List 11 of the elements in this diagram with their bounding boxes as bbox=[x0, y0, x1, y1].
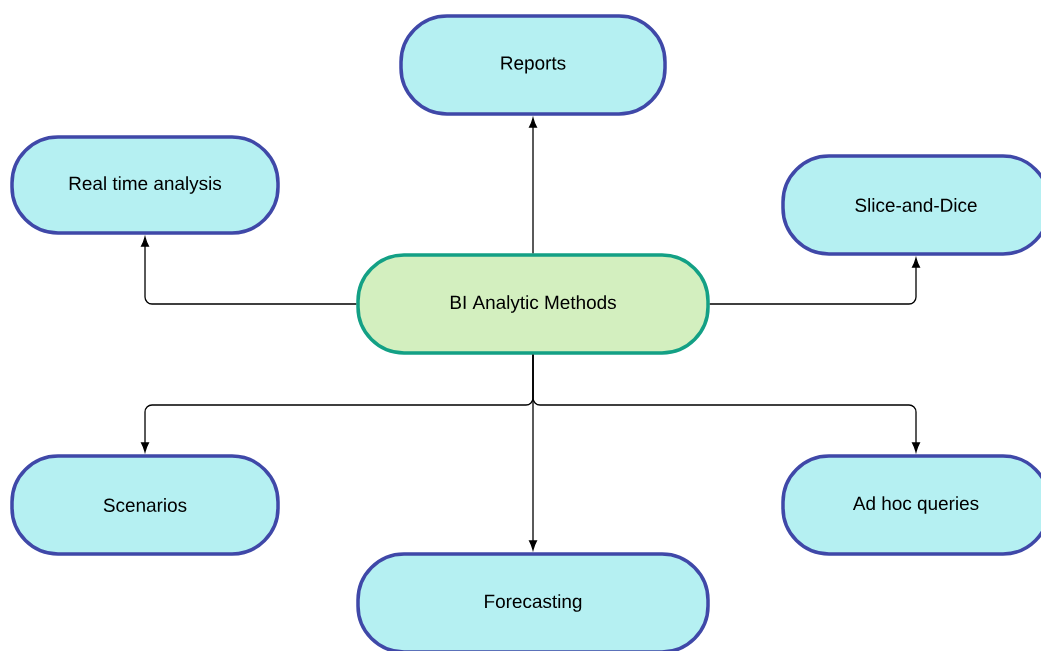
method-box: Scenarios bbox=[10, 454, 280, 556]
method-box: Forecasting bbox=[356, 552, 710, 651]
arrow bbox=[532, 354, 920, 453]
method-box: Ad hoc queries bbox=[781, 454, 1041, 556]
method-box: Reports bbox=[399, 14, 667, 116]
method-box: Slice-and-Dice bbox=[781, 154, 1041, 256]
arrow bbox=[141, 236, 357, 305]
arrow bbox=[709, 257, 920, 305]
method-box: Real time analysis bbox=[10, 135, 280, 235]
arrow bbox=[529, 117, 537, 254]
topic-box: BI Analytic Methods bbox=[356, 253, 710, 355]
